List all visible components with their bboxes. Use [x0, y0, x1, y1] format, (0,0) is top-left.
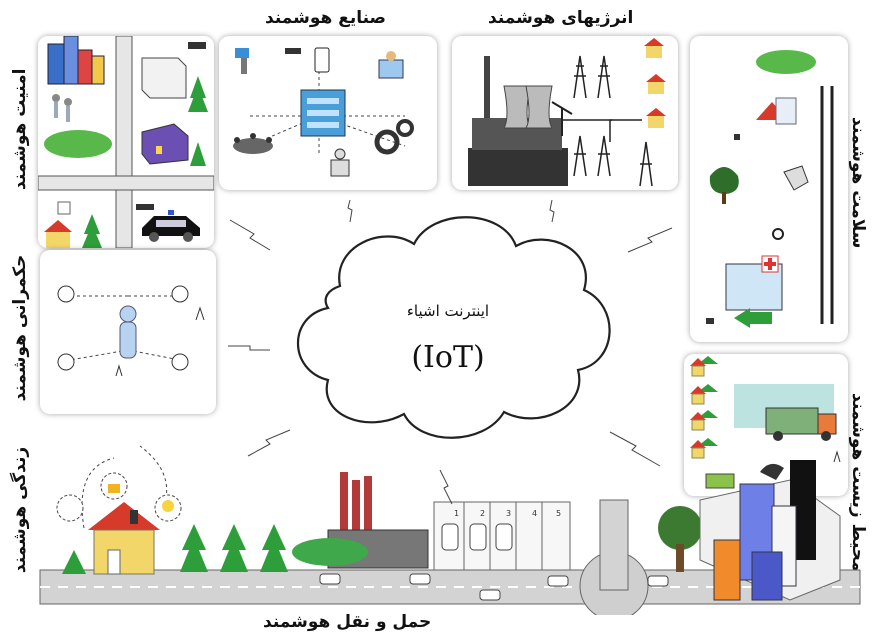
- health-label: سلامت هوشمند: [848, 117, 868, 249]
- energy-panel: [452, 36, 678, 190]
- security-label: امنیت هوشمند: [10, 68, 30, 190]
- health-panel: [690, 36, 848, 342]
- health-park: [756, 50, 816, 74]
- security-panel: [38, 36, 214, 248]
- citizen-figure: [119, 321, 137, 359]
- factory-chimneys: [340, 472, 348, 548]
- transport-label: حمل و نقل هوشمند: [263, 612, 432, 632]
- smart-house-roof: [88, 502, 160, 530]
- smart-house: [93, 529, 155, 575]
- city-buildings: [47, 43, 65, 85]
- energy-label: انرژیهای هوشمند: [488, 8, 634, 28]
- parking-number: 1: [454, 509, 459, 518]
- parking-number: 5: [556, 509, 561, 518]
- governance-panel: [40, 250, 216, 414]
- iot-cloud: اینترنت اشیاء (IoT): [272, 190, 624, 454]
- industry-panel: [219, 36, 437, 190]
- parking-number: 3: [506, 509, 511, 518]
- parking-number: 4: [532, 509, 537, 518]
- governance-label: حکمرانی هوشمند: [10, 254, 30, 402]
- industry-label: صنایع هوشمند: [265, 8, 386, 28]
- iot-subtitle: (IoT): [411, 340, 485, 375]
- bottom-scene: 1 2 3 4 5: [0, 420, 877, 615]
- iot-title: اینترنت اشیاء: [406, 302, 490, 320]
- environment-panel: [684, 354, 848, 496]
- parking-number: 2: [480, 509, 485, 518]
